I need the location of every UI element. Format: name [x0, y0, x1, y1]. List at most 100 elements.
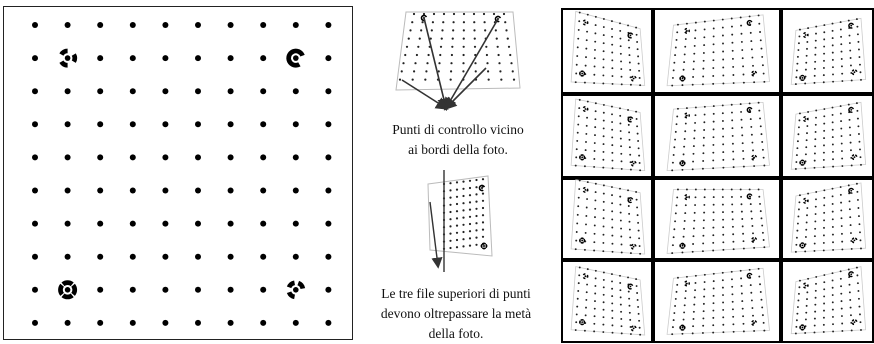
photo-code-tl [582, 19, 589, 26]
board-dot [260, 154, 267, 161]
illus-dot [439, 53, 442, 57]
board-dot [292, 220, 299, 227]
photo-code-tl [684, 280, 690, 287]
board-dot [162, 253, 169, 260]
illus-dot [431, 21, 435, 24]
illus-dot [495, 37, 498, 40]
board-dot [260, 187, 267, 194]
target-code-top-right [286, 48, 305, 68]
photo-code-tr [746, 272, 753, 279]
board-dot [129, 121, 136, 128]
illus-dot [462, 245, 465, 248]
board-dot [325, 55, 332, 62]
illus-dot [405, 45, 409, 48]
illus-dot [468, 208, 472, 211]
arrow-to-edge [443, 67, 487, 111]
illus-dot [462, 62, 465, 65]
illus-dot [425, 70, 428, 73]
board-dot [162, 88, 169, 95]
photo-code-br [851, 154, 858, 161]
illus-dot [481, 192, 485, 195]
illus-dot [462, 238, 465, 241]
photo-cell [781, 94, 874, 178]
photo-code-tr [746, 193, 753, 200]
photo-code-tl [684, 27, 690, 34]
illus-dot [505, 29, 508, 32]
board-dot [97, 154, 104, 161]
illus-dot [475, 207, 478, 210]
illus-dot [462, 216, 465, 219]
illus-dot [455, 231, 459, 234]
board-dot [325, 22, 332, 28]
photo-cell [561, 94, 653, 178]
illus-dot [418, 37, 421, 40]
caption-rows-line-1: Le tre file superiori di punti [381, 286, 531, 301]
illus-dot [468, 194, 472, 197]
caption-edge-line-2: ai bordi della foto. [408, 142, 508, 157]
board-dot [292, 88, 299, 95]
illus-dot [473, 21, 476, 24]
board-dot [162, 55, 169, 62]
board-dot [129, 286, 136, 293]
arrow-to-edge [444, 18, 499, 111]
illus-dot [455, 238, 459, 242]
illus-dot [412, 70, 416, 73]
board-dot [325, 154, 332, 161]
calibration-board [3, 6, 353, 340]
illus-dot [462, 209, 465, 212]
board-dot [195, 121, 201, 128]
illus-dot [462, 202, 465, 205]
illus-code-small-bottom [480, 242, 488, 250]
illus-dot [462, 29, 465, 32]
illus-dot [439, 45, 443, 48]
photo-code-tl [803, 115, 809, 123]
board-dot [129, 253, 136, 260]
illus-dot [449, 232, 452, 235]
photo-code-br [751, 70, 758, 77]
illus-dot [483, 21, 486, 24]
board-dot [129, 154, 136, 161]
illus-dot [422, 12, 426, 16]
illus-dot [455, 188, 459, 191]
board-dot [325, 187, 332, 194]
caption-edge-line-1: Punti di controllo vicino [392, 122, 524, 137]
photo-code-tl [803, 197, 809, 204]
illus-dot [442, 21, 445, 24]
arrow-to-edge [423, 17, 450, 112]
illus-dot [455, 202, 459, 206]
illus-dot [407, 37, 410, 40]
photo-frame [395, 11, 521, 91]
illus-dot [512, 78, 516, 81]
illus-dot [462, 223, 465, 226]
illus-dot [452, 12, 456, 16]
board-dot [32, 22, 38, 28]
photo-code-br [630, 325, 637, 332]
photo-cell [653, 8, 781, 94]
board-dot [195, 22, 201, 28]
illus-dot [442, 12, 446, 16]
illus-dot [484, 29, 487, 32]
photo-thumbnails [561, 8, 874, 343]
board-dot [97, 22, 104, 28]
board-dot [292, 187, 299, 194]
board-dot [227, 121, 234, 128]
illus-dot [468, 237, 472, 240]
board-dot [227, 286, 234, 293]
illus-dot [402, 62, 405, 65]
illus-dot [420, 29, 423, 32]
edge-points-illustration [395, 11, 521, 112]
illus-dot [462, 53, 465, 57]
example-photos-grid [561, 8, 874, 343]
photo-code-bl [579, 154, 586, 161]
board-dot [227, 55, 234, 62]
illus-dot [455, 246, 459, 249]
board-dot [162, 22, 169, 28]
board-dot [32, 253, 38, 260]
illus-dot [475, 236, 478, 239]
instruction-panel: Punti di controllo vicino ai bordi della… [358, 4, 558, 343]
illus-dot [481, 235, 485, 238]
illus-dot [398, 78, 402, 81]
board-dot [260, 121, 267, 128]
photo-cell [561, 178, 653, 260]
board-dot [162, 187, 169, 194]
